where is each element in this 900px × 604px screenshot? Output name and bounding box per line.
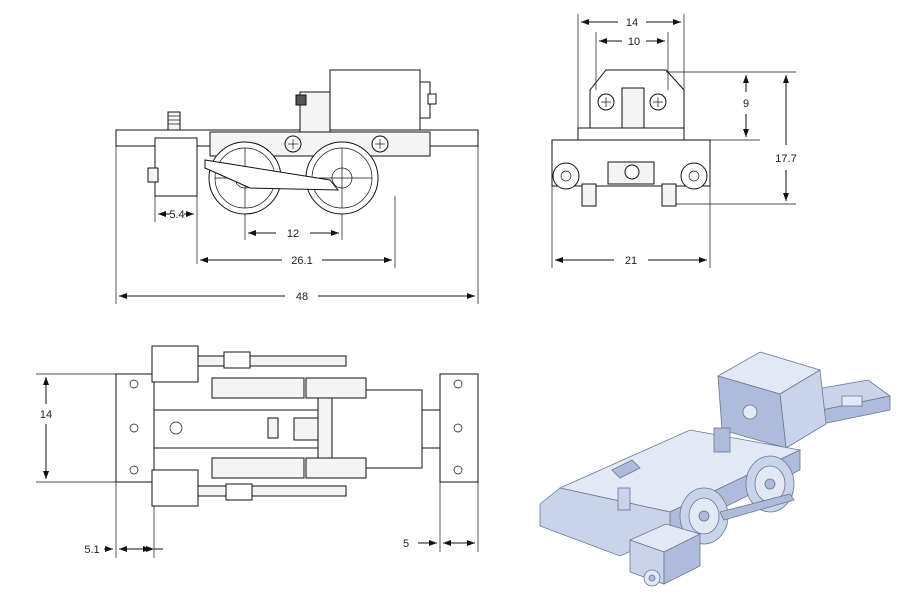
top-wheel-upper-rear xyxy=(305,377,367,399)
front-leg-right xyxy=(661,183,677,207)
top-end-plate-left xyxy=(115,373,155,483)
front-wheel xyxy=(552,162,708,190)
dim-top-width-label: 14 xyxy=(626,17,638,29)
side-wheel-rear xyxy=(305,141,379,215)
iso-gear xyxy=(713,427,731,453)
dim-total-height-label: 17.7 xyxy=(775,153,796,165)
top-end-plate-right xyxy=(439,373,479,483)
top-wheel-lower-rear xyxy=(305,457,367,479)
side-gear xyxy=(295,94,307,106)
top-gear-key xyxy=(267,417,279,439)
top-motor xyxy=(329,389,423,469)
dim-right-offset-label: 5 xyxy=(403,538,409,550)
isometric-view xyxy=(539,351,891,587)
top-rod-lower xyxy=(197,485,347,497)
dim-track-width-label: 21 xyxy=(625,255,637,267)
dim-inner-width-label: 10 xyxy=(628,36,640,48)
side-stud xyxy=(167,111,181,131)
iso-wheel-front xyxy=(679,487,729,545)
dim-axle-label: 12 xyxy=(287,228,299,240)
front-screw xyxy=(597,93,667,111)
front-truck-screw xyxy=(624,164,640,180)
side-connecting-rod xyxy=(204,159,340,191)
side-screw xyxy=(284,135,389,153)
side-motor-terminal xyxy=(427,93,437,105)
top-view: 14 5.1 5 xyxy=(36,345,479,558)
top-rod-block-lower xyxy=(225,483,253,501)
top-motor-flange xyxy=(317,395,333,463)
side-motor xyxy=(329,69,421,131)
dim-offset-label: 5.4 xyxy=(169,209,184,221)
top-plate-holes xyxy=(129,379,463,475)
dim-left-offset-label: 5.1 xyxy=(84,544,99,556)
side-truck-pin xyxy=(147,167,159,183)
top-frame-hole xyxy=(169,421,183,435)
front-view: 14 10 9 17.7 21 xyxy=(551,14,797,268)
top-gear xyxy=(293,417,319,441)
iso-stud xyxy=(617,487,631,511)
dim-overall-label: 48 xyxy=(296,291,308,303)
iso-connecting-rod xyxy=(719,493,795,521)
top-rod-block-upper xyxy=(223,351,251,369)
side-view: 5.4 12 26.1 48 xyxy=(115,69,479,304)
top-truck-upper xyxy=(151,345,199,383)
front-gear xyxy=(621,87,645,129)
top-wheel-upper-front xyxy=(211,377,305,399)
dim-wheelbase-label: 26.1 xyxy=(291,255,312,267)
top-rod-upper xyxy=(197,355,347,367)
side-truck-block xyxy=(154,137,198,197)
top-wheel-lower-front xyxy=(211,457,305,479)
dim-top-width-label-2: 14 xyxy=(40,409,52,421)
iso-stud-cap xyxy=(611,459,641,479)
dim-motor-height-label: 9 xyxy=(743,98,749,110)
top-truck-lower xyxy=(151,469,199,507)
front-leg-left xyxy=(581,183,597,207)
